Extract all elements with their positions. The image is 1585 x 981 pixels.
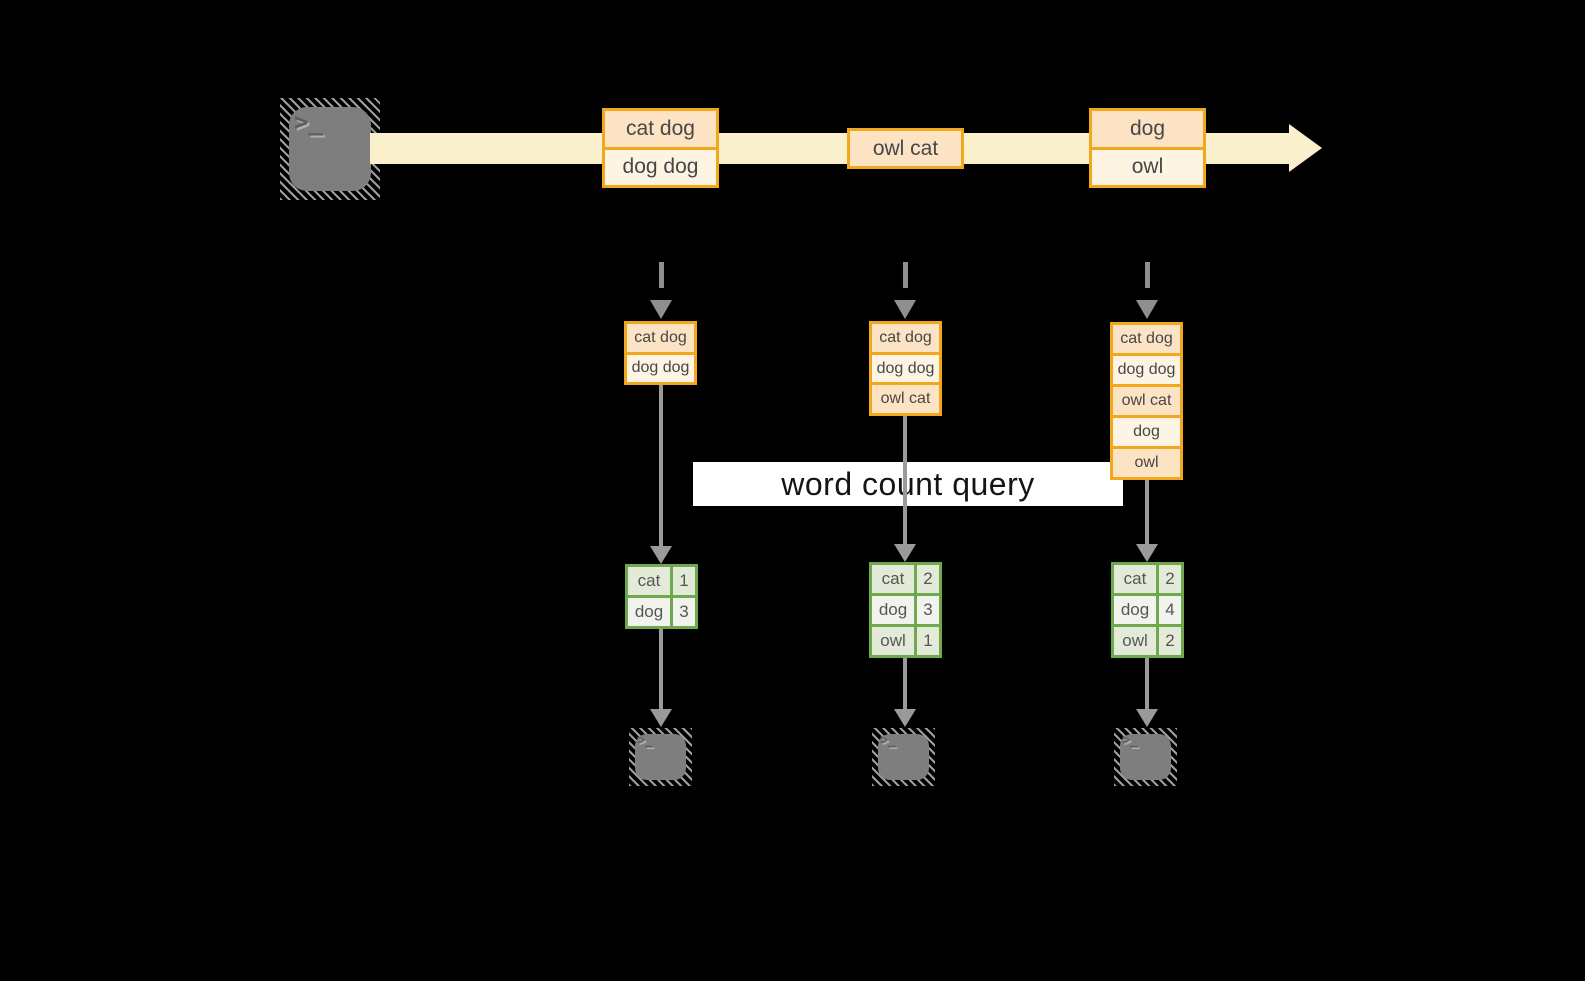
count-word: owl [1114, 627, 1156, 655]
query-banner: word count query [693, 462, 1123, 506]
message-line: cat dog [605, 111, 716, 147]
terminal-body [878, 734, 929, 780]
count-value: 3 [673, 598, 695, 626]
arrow-line [659, 628, 663, 710]
buffer-item: owl cat [1113, 387, 1180, 415]
count-word: dog [628, 598, 670, 626]
arrowhead-icon [650, 709, 672, 727]
count-word: dog [1114, 596, 1156, 624]
buffer-stack-3: cat dog dog dog owl cat dog owl [1110, 322, 1183, 480]
buffer-stack-2: cat dog dog dog owl cat [869, 321, 942, 416]
count-value: 1 [673, 567, 695, 595]
terminal-body [289, 107, 371, 191]
consumer-terminal-icon: >_ [1114, 728, 1177, 786]
count-word: dog [872, 596, 914, 624]
arrowhead-icon [894, 709, 916, 727]
count-value: 2 [917, 565, 939, 593]
terminal-prompt-icon: >_ [294, 108, 323, 136]
consumer-terminal-icon: >_ [629, 728, 692, 786]
arrowhead-icon [894, 544, 916, 562]
arrowhead-icon [1136, 544, 1158, 562]
buffer-stack-1: cat dog dog dog [624, 321, 697, 385]
arrow-line [1145, 480, 1149, 544]
stream-message-1: cat dog dog dog [602, 108, 719, 188]
count-value: 3 [917, 596, 939, 624]
arrowhead-icon [650, 546, 672, 564]
count-table-1: cat 1 dog 3 [625, 564, 698, 629]
message-line: dog [1092, 111, 1203, 147]
terminal-body [1120, 734, 1171, 780]
terminal-prompt-icon: >_ [880, 733, 896, 748]
count-value: 4 [1159, 596, 1181, 624]
buffer-item: cat dog [872, 324, 939, 352]
stream-message-3: dog owl [1089, 108, 1206, 188]
count-value: 2 [1159, 627, 1181, 655]
message-line: owl cat [850, 131, 961, 166]
count-word: cat [628, 567, 670, 595]
dashed-arrow-line [659, 262, 664, 300]
terminal-prompt-icon: >_ [637, 733, 653, 748]
message-line: owl [1092, 149, 1203, 185]
stream-arrowhead-icon [1289, 124, 1322, 172]
arrow-line [903, 657, 907, 710]
arrow-line [903, 416, 907, 544]
count-table-3: cat 2 dog 4 owl 2 [1111, 562, 1184, 658]
terminal-body [635, 734, 686, 780]
stream-message-2: owl cat [847, 128, 964, 169]
consumer-terminal-icon: >_ [872, 728, 935, 786]
count-table-2: cat 2 dog 3 owl 1 [869, 562, 942, 658]
terminal-prompt-icon: >_ [1122, 733, 1138, 748]
count-value: 2 [1159, 565, 1181, 593]
dashed-arrowhead-icon [1136, 300, 1158, 319]
buffer-item: dog dog [872, 354, 939, 383]
count-word: owl [872, 627, 914, 655]
buffer-item: dog [1113, 418, 1180, 446]
dashed-arrowhead-icon [650, 300, 672, 319]
buffer-item: dog dog [627, 354, 694, 382]
arrow-line [1145, 657, 1149, 710]
count-value: 1 [917, 627, 939, 655]
arrowhead-icon [1136, 709, 1158, 727]
count-word: cat [872, 565, 914, 593]
count-word: cat [1114, 565, 1156, 593]
buffer-item: cat dog [627, 324, 694, 352]
dashed-arrow-line [1145, 262, 1150, 300]
buffer-item: owl cat [872, 385, 939, 414]
buffer-item: cat dog [1113, 325, 1180, 353]
message-line: dog dog [605, 149, 716, 185]
producer-terminal-icon: >_ [280, 98, 380, 200]
arrow-line [659, 385, 663, 546]
dashed-arrow-line [903, 262, 908, 300]
dashed-arrowhead-icon [894, 300, 916, 319]
buffer-item: dog dog [1113, 356, 1180, 384]
buffer-item: owl [1113, 449, 1180, 477]
